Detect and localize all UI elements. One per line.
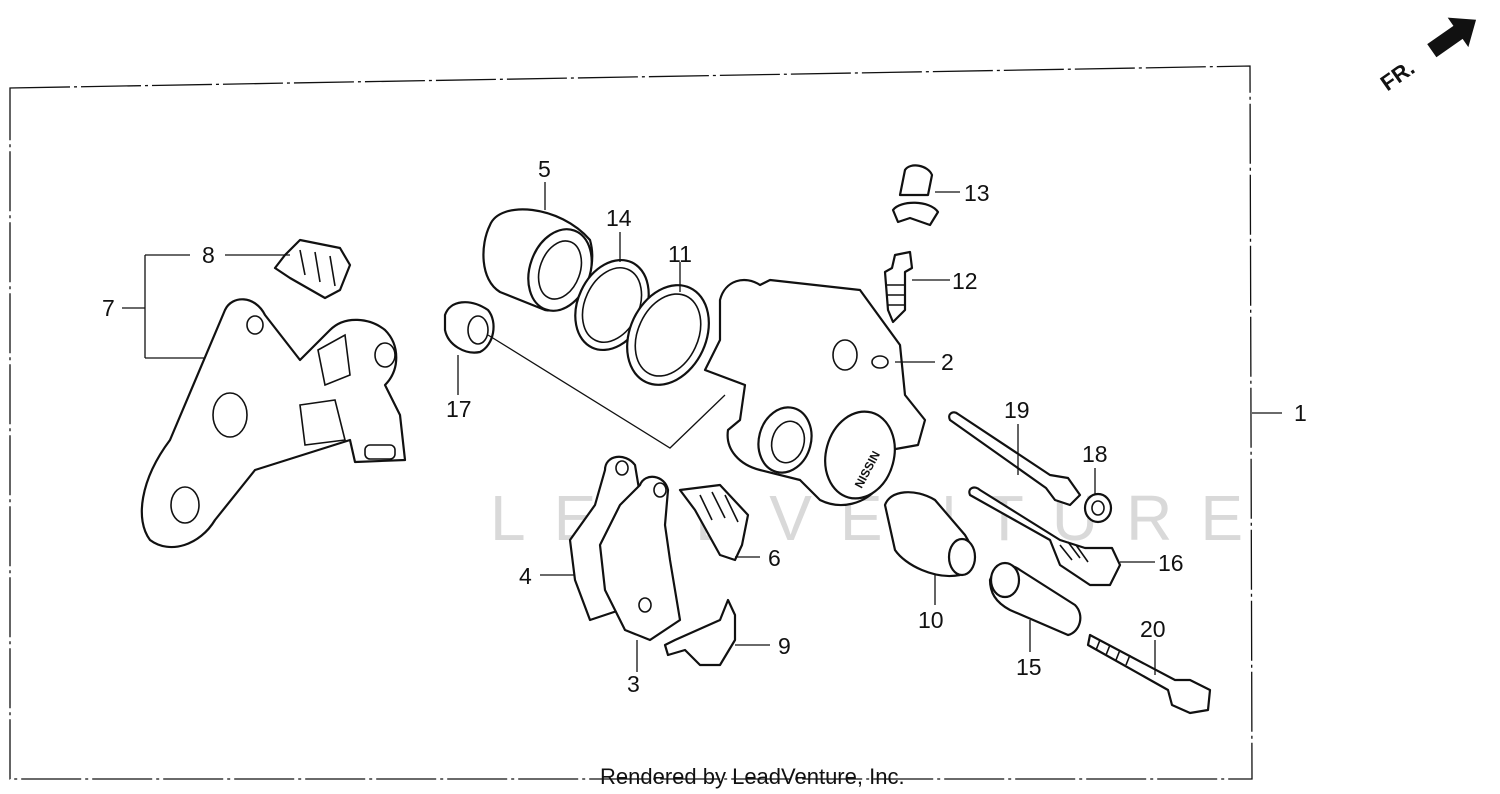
callout-16: 16	[1158, 550, 1184, 576]
callout-20: 20	[1140, 616, 1166, 642]
callout-6: 6	[768, 545, 781, 571]
front-label: FR.	[1376, 55, 1419, 96]
part-16-slide-bolt[interactable]	[968, 486, 1122, 587]
callout-15: 15	[1016, 654, 1042, 680]
assembly-border	[9, 65, 1253, 780]
part-3-brake-pad[interactable]	[598, 475, 682, 642]
callout-12: 12	[952, 268, 978, 294]
part-15-sleeve[interactable]	[988, 561, 1082, 637]
part-18-pin-nut[interactable]	[1083, 492, 1113, 524]
leader-lines	[122, 182, 1282, 675]
part-8-retainer[interactable]	[273, 238, 352, 300]
callout-13: 13	[964, 180, 990, 206]
part-7-caliper-bracket[interactable]	[140, 298, 407, 549]
part-11-dust-seal[interactable]	[612, 272, 725, 398]
callout-3: 3	[627, 671, 640, 697]
part-13-bleeder-cap[interactable]	[891, 164, 940, 227]
callout-1: 1	[1294, 400, 1307, 426]
footer-credit: Rendered by LeadVenture, Inc.	[600, 764, 905, 789]
part-9-pad-shim[interactable]	[663, 598, 737, 667]
part-2-caliper-body[interactable]: NISSIN	[703, 278, 927, 507]
front-direction-arrow: FR.	[1376, 17, 1477, 96]
callout-7: 7	[102, 295, 115, 321]
callout-18: 18	[1082, 441, 1108, 467]
callout-2: 2	[941, 349, 954, 375]
callout-11: 11	[668, 241, 692, 267]
part-17-pin-boot[interactable]	[443, 301, 495, 354]
part-10-boot[interactable]	[883, 491, 977, 578]
part-5-piston[interactable]	[482, 208, 602, 319]
callout-5: 5	[538, 156, 551, 182]
part-17-assembly-line	[487, 334, 726, 449]
callout-4: 4	[519, 563, 532, 589]
part-20-bolt[interactable]	[1086, 633, 1212, 715]
part-12-bleeder-valve[interactable]	[883, 250, 914, 324]
callout-8: 8	[202, 242, 215, 268]
callout-10: 10	[918, 607, 944, 633]
callout-9: 9	[778, 633, 791, 659]
part-19-slide-pin[interactable]	[948, 411, 1082, 507]
callout-19: 19	[1004, 397, 1030, 423]
part-6-pad-spring[interactable]	[678, 483, 750, 562]
callout-14: 14	[606, 205, 632, 231]
callout-17: 17	[446, 396, 472, 422]
